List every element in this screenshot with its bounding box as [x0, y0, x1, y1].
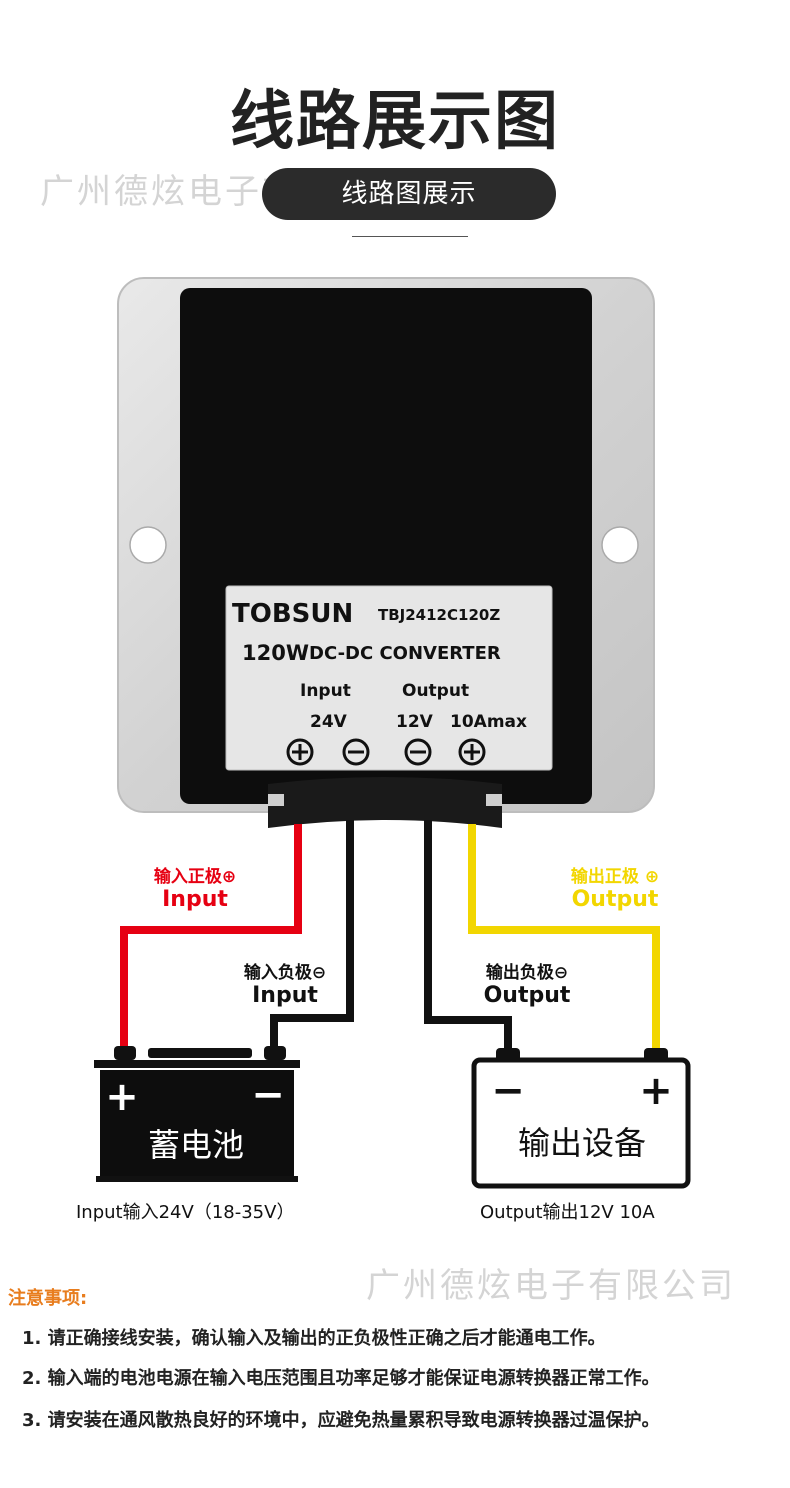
battery-caption: Input输入24V（18-35V）: [76, 1202, 295, 1223]
brand-text: TOBSUN: [232, 599, 353, 629]
label-input-positive: 输入正极⊕ Input: [120, 862, 270, 912]
battery-plus-icon: +: [105, 1074, 139, 1120]
device-plus-icon: +: [639, 1068, 673, 1114]
wiring-diagram: TOBSUN TBJ2412C120Z 120W DC-DC CONVERTER…: [94, 277, 691, 1189]
label-output-negative: 输出负极⊖ Output: [452, 958, 602, 1008]
wire-input-positive: [120, 824, 302, 1050]
label-output-positive-zh: 输出正极 ⊕: [570, 867, 660, 887]
page-title: 线路展示图: [230, 85, 560, 159]
input-voltage-text: 24V: [310, 712, 348, 732]
spec-label: [225, 585, 553, 771]
note-item: 2. 输入端的电池电源在输入电压范围且功率足够才能保证电源转换器正常工作。: [22, 1368, 660, 1389]
battery-label: 蓄电池: [148, 1126, 244, 1164]
label-output-negative-en: Output: [483, 983, 571, 1008]
converter-module: TOBSUN TBJ2412C120Z 120W DC-DC CONVERTER…: [117, 277, 655, 828]
output-voltage-text: 12V: [396, 712, 434, 732]
wires: [120, 820, 660, 1054]
mount-hole-right: [601, 526, 639, 564]
label-input-negative-en: Input: [252, 983, 318, 1008]
label-input-text: Input: [300, 681, 351, 701]
watermark-middle: 广州德炫电子有限公司: [366, 1266, 736, 1306]
battery: + − 蓄电池: [94, 1046, 300, 1182]
cable-gland: [268, 777, 502, 828]
plus-circle-icon: [286, 738, 314, 766]
wire-output-positive: [468, 824, 660, 1054]
device-caption: Output输出12V 10A: [480, 1202, 655, 1223]
output-device: − + 输出设备: [471, 1048, 691, 1189]
battery-minus-icon: −: [251, 1072, 285, 1118]
wire-output-negative: [424, 820, 512, 1054]
plus-circle-icon: [458, 738, 486, 766]
output-current-text: 10Amax: [450, 712, 527, 732]
note-item: 3. 请安装在通风散热良好的环境中，应避免热量累积导致电源转换器过温保护。: [22, 1410, 660, 1431]
power-text: 120W: [242, 641, 309, 665]
minus-circle-icon: [404, 738, 432, 766]
label-input-positive-en: Input: [162, 887, 228, 912]
label-output-negative-zh: 输出负极⊖: [485, 963, 569, 983]
note-item: 1. 请正确接线安装，确认输入及输出的正负极性正确之后才能通电工作。: [22, 1328, 606, 1349]
label-input-positive-zh: 输入正极⊕: [153, 867, 237, 887]
label-input-negative-zh: 输入负极⊖: [243, 963, 327, 983]
section-pill: 线路图展示: [262, 168, 556, 220]
minus-circle-icon: [342, 738, 370, 766]
device-label: 输出设备: [518, 1124, 646, 1162]
mount-hole-left: [129, 526, 167, 564]
label-output-text: Output: [402, 681, 469, 701]
wire-input-negative: [270, 820, 354, 1050]
pill-underline: [352, 236, 468, 237]
notes-title: 注意事项:: [8, 1288, 88, 1309]
label-output-positive: 输出正极 ⊕ Output: [540, 862, 690, 912]
device-minus-icon: −: [491, 1068, 525, 1114]
label-output-positive-en: Output: [571, 887, 659, 912]
type-text: DC-DC CONVERTER: [309, 643, 501, 664]
label-input-negative: 输入负极⊖ Input: [210, 958, 360, 1008]
model-text: TBJ2412C120Z: [378, 606, 500, 624]
